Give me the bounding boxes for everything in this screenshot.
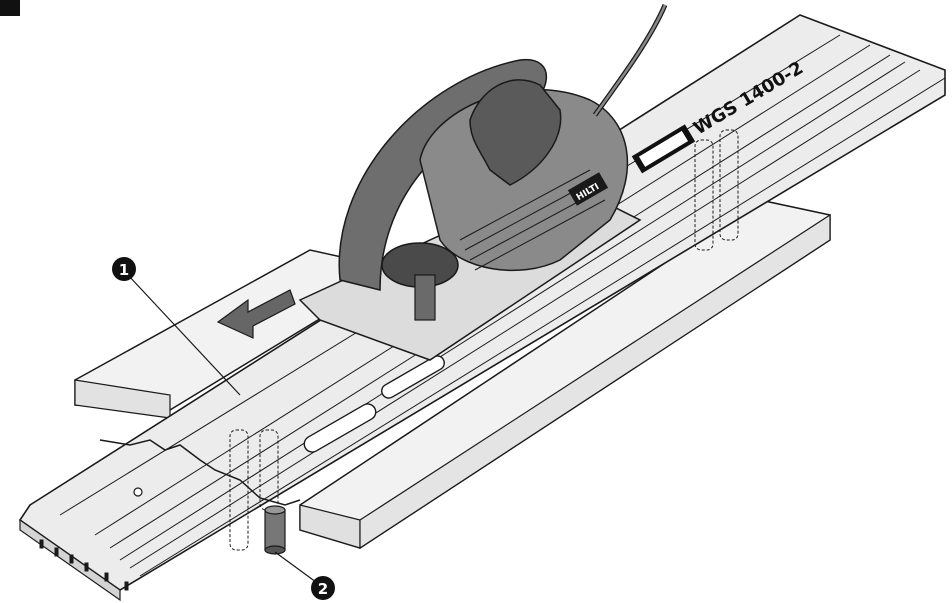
callout-2: 2	[311, 576, 335, 600]
arrow-left-icon	[216, 289, 296, 339]
corner-mark	[0, 0, 20, 16]
callout-2-leader	[274, 551, 321, 586]
callout-1-number: 1	[119, 261, 129, 279]
circular-saw: HILTI	[298, 4, 668, 361]
callout-2-number: 2	[318, 580, 328, 598]
saw-brand-badge	[567, 172, 609, 206]
clamp-pin	[264, 505, 286, 555]
callout-1: 1	[112, 257, 136, 281]
break-line	[99, 439, 301, 506]
workpiece-board-right	[299, 199, 831, 550]
rail-hole	[133, 487, 143, 497]
rail-slot	[303, 403, 377, 453]
callout-1-leader	[127, 274, 241, 396]
